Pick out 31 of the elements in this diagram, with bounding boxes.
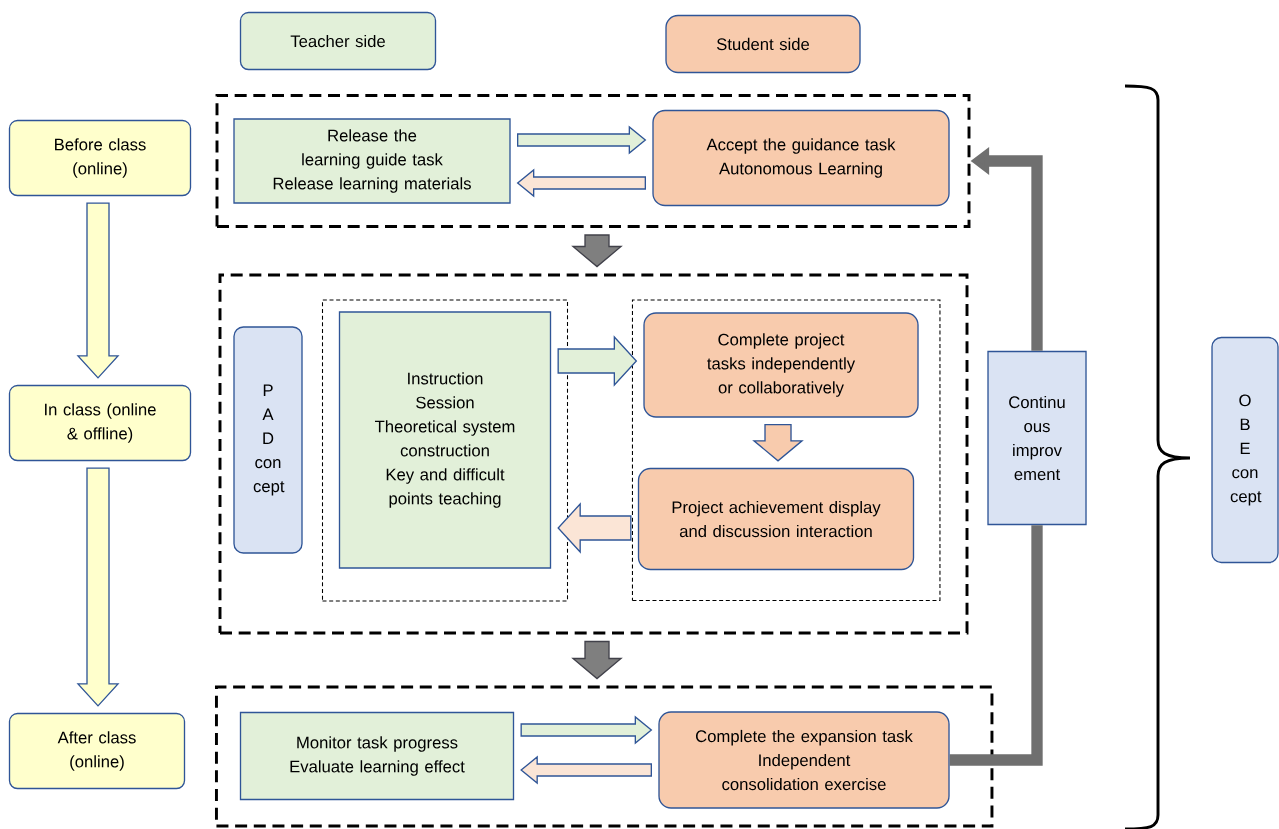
dotted-frame: [631, 299, 941, 601]
process-box: Project achievement display and discussion interaction: [637, 467, 915, 571]
block-arrow: [557, 502, 632, 554]
block-arrow: [571, 640, 623, 680]
block-arrow: [752, 424, 804, 462]
stage-box: In class (online & offline): [8, 384, 192, 462]
process-box: Monitor task progress Evaluate learning effect: [239, 711, 515, 801]
concept-box: O B E con cept: [1211, 336, 1279, 564]
process-box: Complete the expansion task Independent consolidation exercise: [658, 711, 950, 809]
block-arrow: [571, 234, 623, 268]
block-arrow: [76, 467, 120, 707]
concept-box: Continu ous improv ement: [987, 350, 1087, 526]
block-arrow: [520, 755, 652, 785]
dotted-frame: [321, 299, 569, 602]
process-box: Release the learning guide task Release learning materials: [233, 118, 511, 204]
concept-box: P A D con cept: [233, 326, 303, 554]
process-box: Complete project tasks independently or collaboratively: [643, 312, 919, 418]
dashed-frame: [218, 273, 969, 635]
process-box: Student side: [665, 14, 861, 74]
process-box: Instruction Session Theoretical system construction Key and difficult points teaching: [338, 311, 552, 569]
process-box: Accept the guidance task Autonomous Learning: [652, 109, 950, 207]
block-arrow: [516, 168, 646, 198]
dashed-frame: [215, 94, 971, 228]
stage-box: After class (online): [8, 712, 186, 790]
header-box: Teacher side: [239, 11, 437, 71]
stage-box: Before class (online): [8, 119, 192, 197]
block-arrow: [76, 202, 120, 379]
dashed-frame: [215, 685, 994, 828]
block-arrow: [517, 125, 647, 155]
block-arrow: [557, 335, 638, 387]
block-arrow: [520, 715, 653, 745]
